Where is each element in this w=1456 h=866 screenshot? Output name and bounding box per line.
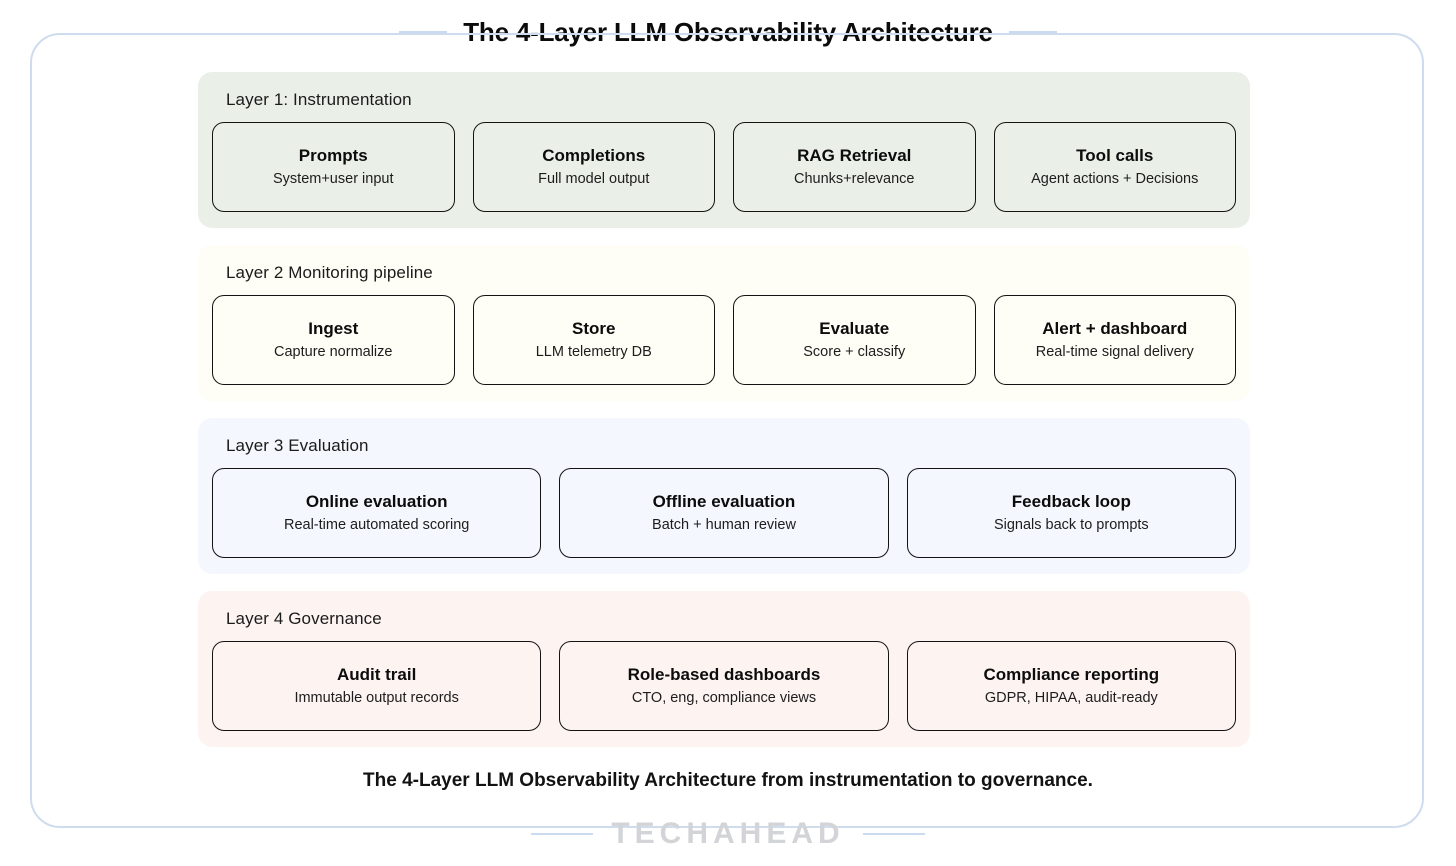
footer-rule-right [862, 833, 925, 835]
brand-logo-text: TECHAHEAD [611, 817, 845, 850]
footer-rule-left [531, 833, 594, 835]
card-subtitle: Batch + human review [652, 516, 796, 533]
card-subtitle: CTO, eng, compliance views [631, 689, 817, 706]
card-subtitle: Score + classify [803, 343, 906, 360]
card-title: Online evaluation [305, 492, 448, 512]
title-rule-left [399, 31, 448, 33]
footer-watermark: TECHAHEAD [0, 812, 1456, 856]
card-title: Prompts [298, 146, 368, 166]
card-subtitle: Real-time signal delivery [1035, 343, 1194, 360]
diagram-caption: The 4-Layer LLM Observability Architectu… [363, 770, 1093, 791]
card-subtitle: System+user input [273, 170, 394, 187]
card-title: Offline evaluation [652, 492, 796, 512]
card-title: Audit trail [336, 665, 417, 685]
card-title: Evaluate [819, 319, 890, 339]
card-title: Tool calls [1076, 146, 1154, 166]
card-subtitle: Signals back to prompts [993, 516, 1149, 533]
card-subtitle: GDPR, HIPAA, audit-ready [984, 689, 1158, 706]
card-subtitle: Full model output [538, 170, 650, 187]
title-row: The 4-Layer LLM Observability Architectu… [0, 12, 1456, 52]
card-subtitle: LLM telemetry DB [535, 343, 652, 360]
layer-title-2: Layer 2 Monitoring pipeline [226, 263, 433, 282]
card-subtitle: Immutable output records [294, 689, 459, 706]
layer-title-3: Layer 3 Evaluation [226, 436, 369, 455]
title-rule-right [1008, 31, 1057, 33]
page-title: The 4-Layer LLM Observability Architectu… [463, 16, 993, 47]
outer-frame [30, 33, 1424, 828]
card-subtitle: Capture normalize [274, 343, 393, 360]
card-title: RAG Retrieval [797, 146, 912, 166]
card-title: Feedback loop [1011, 492, 1131, 512]
card-subtitle: Chunks+relevance [793, 170, 915, 187]
card-title: Store [572, 319, 616, 339]
card-title: Ingest [308, 319, 359, 339]
card-title: Completions [542, 146, 646, 166]
card-title: Alert + dashboard [1042, 319, 1188, 339]
card-subtitle: Real-time automated scoring [283, 516, 470, 533]
card-subtitle: Agent actions + Decisions [1031, 170, 1199, 187]
layer-title-4: Layer 4 Governance [226, 609, 382, 628]
card-title: Compliance reporting [983, 665, 1160, 685]
card-title: Role-based dashboards [627, 665, 821, 685]
layer-title-1: Layer 1: Instrumentation [226, 90, 412, 109]
